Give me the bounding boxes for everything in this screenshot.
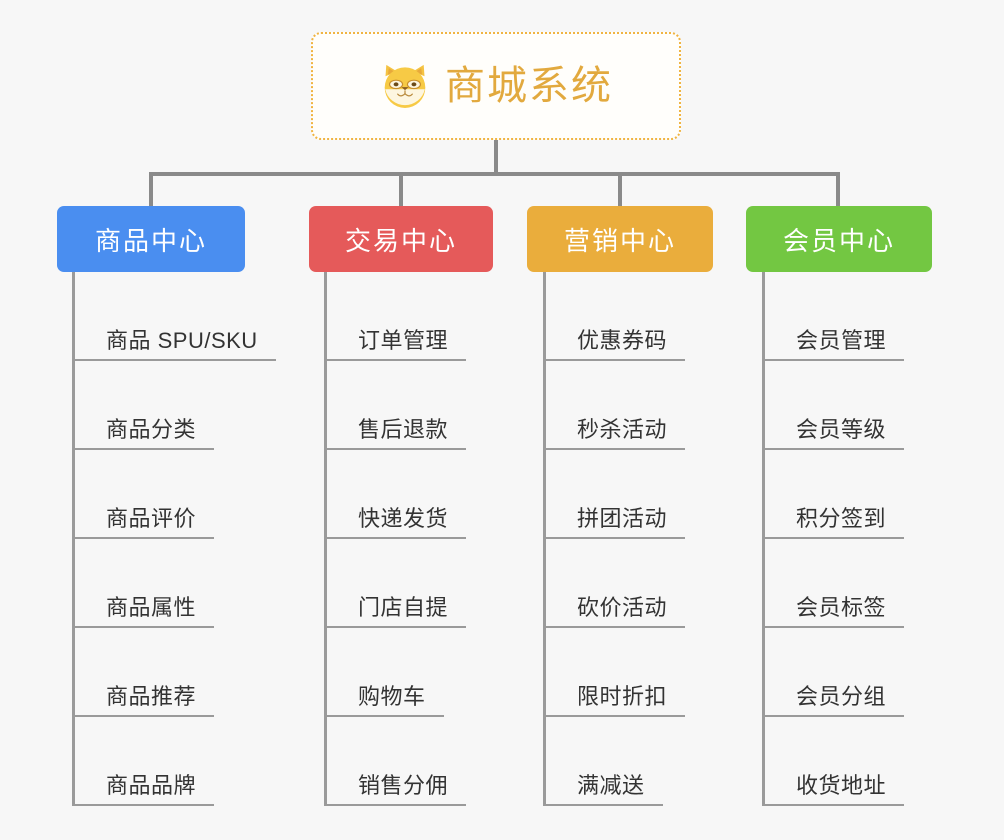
leaf-item[interactable]: 会员分组	[762, 628, 905, 717]
connector-root-stem	[494, 140, 498, 175]
leaf-item-label: 秒杀活动	[543, 417, 686, 450]
leaf-item[interactable]: 砍价活动	[543, 539, 686, 628]
leaf-item-label: 收货地址	[762, 773, 905, 806]
leaf-item-label: 拼团活动	[543, 506, 686, 539]
leaf-item[interactable]: 购物车	[324, 628, 444, 717]
root-title: 商城系统	[445, 64, 613, 108]
leaf-item[interactable]: 商品属性	[72, 539, 215, 628]
leaf-item[interactable]: 售后退款	[324, 361, 467, 450]
leaf-item[interactable]: 会员等级	[762, 361, 905, 450]
leaf-item-label: 商品评价	[72, 506, 215, 539]
leaf-item-label: 积分签到	[762, 506, 905, 539]
category-header-label: 营销中心	[563, 225, 676, 256]
leaf-item[interactable]: 限时折扣	[543, 628, 686, 717]
leaf-item-label: 商品分类	[72, 417, 215, 450]
leaf-item-label: 售后退款	[324, 417, 467, 450]
leaf-item-label: 购物车	[324, 684, 444, 717]
connector-drop-2	[399, 172, 403, 206]
leaf-item[interactable]: 商品推荐	[72, 628, 215, 717]
leaf-item[interactable]: 拼团活动	[543, 450, 686, 539]
leaf-item-label: 商品属性	[72, 595, 215, 628]
leaf-item-label: 会员分组	[762, 684, 905, 717]
leaf-item-label: 销售分佣	[324, 773, 467, 806]
leaf-item[interactable]: 商品评价	[72, 450, 215, 539]
leaf-item[interactable]: 会员管理	[762, 272, 905, 361]
leaf-item-label: 砍价活动	[543, 595, 686, 628]
category-header-label: 商品中心	[94, 225, 207, 256]
category-header-label: 会员中心	[782, 225, 895, 256]
leaf-item[interactable]: 订单管理	[324, 272, 467, 361]
connector-drop-4	[836, 172, 840, 206]
root-node[interactable]: 商城系统	[311, 32, 681, 140]
category-header-1[interactable]: 交易中心	[309, 206, 493, 272]
category-header-3[interactable]: 会员中心	[746, 206, 932, 272]
leaf-item[interactable]: 商品分类	[72, 361, 215, 450]
leaf-item[interactable]: 商品品牌	[72, 717, 215, 806]
leaf-item-label: 订单管理	[324, 328, 467, 361]
leaf-item-label: 限时折扣	[543, 684, 686, 717]
connector-horizontal-bus	[149, 172, 839, 176]
leaf-item[interactable]: 门店自提	[324, 539, 467, 628]
leaf-spine	[324, 272, 327, 806]
category-header-0[interactable]: 商品中心	[57, 206, 245, 272]
leaf-spine	[543, 272, 546, 806]
leaf-item-label: 商品 SPU/SKU	[72, 328, 276, 361]
connector-drop-1	[149, 172, 153, 206]
leaf-spine	[72, 272, 75, 806]
leaf-spine	[762, 272, 765, 806]
leaf-item-label: 会员标签	[762, 595, 905, 628]
leaf-item-label: 会员等级	[762, 417, 905, 450]
connector-drop-3	[618, 172, 622, 206]
leaf-item-label: 商品推荐	[72, 684, 215, 717]
leaf-item-label: 快递发货	[324, 506, 467, 539]
leaf-item[interactable]: 积分签到	[762, 450, 905, 539]
leaf-item-label: 满减送	[543, 773, 663, 806]
shiba-dog-face-icon	[384, 64, 426, 108]
leaf-item-label: 会员管理	[762, 328, 905, 361]
leaf-item[interactable]: 会员标签	[762, 539, 905, 628]
category-header-2[interactable]: 营销中心	[527, 206, 713, 272]
leaf-item-label: 门店自提	[324, 595, 467, 628]
category-header-label: 交易中心	[344, 225, 457, 256]
leaf-item[interactable]: 快递发货	[324, 450, 467, 539]
leaf-item[interactable]: 销售分佣	[324, 717, 467, 806]
leaf-item-label: 商品品牌	[72, 773, 215, 806]
leaf-item[interactable]: 商品 SPU/SKU	[72, 272, 276, 361]
leaf-item[interactable]: 秒杀活动	[543, 361, 686, 450]
leaf-item[interactable]: 优惠券码	[543, 272, 686, 361]
leaf-item[interactable]: 满减送	[543, 717, 663, 806]
leaf-item[interactable]: 收货地址	[762, 717, 905, 806]
leaf-item-label: 优惠券码	[543, 328, 686, 361]
